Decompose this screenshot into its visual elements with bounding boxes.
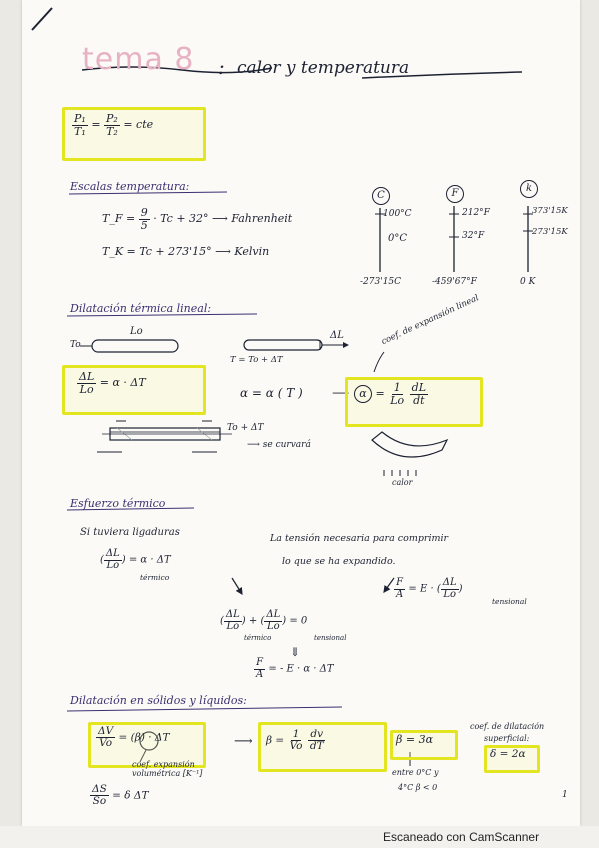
highlight-beta <box>258 722 387 772</box>
beta-circle <box>139 731 159 751</box>
tensional-sub-1: tensional <box>492 597 527 606</box>
exception-line-2: 4°C β < 0 <box>398 783 438 792</box>
rod <box>91 339 179 353</box>
fahrenheit-top: 212°F <box>462 208 490 218</box>
title-underline-right <box>361 71 523 79</box>
rod-expanded-temp: T = To + ΔT <box>230 355 283 365</box>
fahrenheit-badge: F <box>446 185 464 203</box>
tension-line-2: lo que se ha expandido. <box>282 556 396 567</box>
coef-volumetric-note: coef. expansión volumétrica [K⁻¹] <box>132 760 203 778</box>
ligaduras-line: Si tuviera ligaduras <box>80 527 180 538</box>
beta-alpha-relation: β = 3α <box>396 733 433 746</box>
kelvin-mid: 273'15K <box>532 227 568 237</box>
highlight-volume <box>88 722 206 768</box>
delta-relation: δ = 2α <box>490 748 526 760</box>
bimetal-temp: To + ΔT <box>227 423 264 433</box>
rod-length-label: Lo <box>130 326 143 337</box>
fahrenheit-mid: 32°F <box>462 231 485 241</box>
kelvin-top: 373'15K <box>532 206 568 216</box>
highlight-linear <box>62 365 206 415</box>
alpha-arrow: ⟶ <box>332 386 350 400</box>
scanner-watermark: Escaneado con CamScanner <box>383 830 540 844</box>
delta-l-label: ΔL <box>330 330 344 341</box>
termico-sub-2: térmico <box>244 634 272 642</box>
highlight-alpha <box>345 377 483 427</box>
curved-strip <box>371 431 449 458</box>
coef-superficial-1: coef. de dilatación <box>470 722 545 731</box>
celsius-mid: 0°C <box>388 233 408 244</box>
underline-escalas <box>68 191 228 195</box>
rod-temp-label: To <box>70 340 81 350</box>
title-underline-left <box>81 66 273 74</box>
page-number: 1 <box>562 790 568 800</box>
title-tema: tema 8 <box>82 42 195 77</box>
termico-sub: térmico <box>140 573 170 582</box>
heading-escalas: Escalas temperatura: <box>70 180 190 193</box>
coef-pointer <box>373 351 385 373</box>
tensional-sub-2: tensional <box>314 634 347 642</box>
scanner-footer: Escaneado con CamScanner <box>0 826 599 848</box>
celsius-bottom: -273'15C <box>360 277 402 287</box>
underline-esfuerzo <box>66 507 195 511</box>
formula-kelvin: T_K = Tc + 273'15° ⟶ Kelvin <box>102 245 270 258</box>
kelvin-badge: k <box>520 180 538 198</box>
ink-drawings <box>31 7 533 766</box>
rod-expanded <box>243 339 323 351</box>
celsius-top: 100°C <box>383 209 412 219</box>
celsius-badge: C <box>372 187 390 205</box>
highlight-delta <box>484 745 540 773</box>
highlight-gay-lussac <box>62 107 206 161</box>
alpha-function: α = α ( T ) <box>240 386 303 400</box>
implies-arrow: ⇓ <box>290 645 301 659</box>
heading-esfuerzo: Esfuerzo térmico <box>70 497 166 510</box>
kelvin-bottom: 0 K <box>520 277 536 287</box>
underline-lineal <box>66 313 258 317</box>
title-topic: calor y temperatura <box>237 58 410 78</box>
heading-lineal: Dilatación térmica lineal: <box>70 302 212 315</box>
corner-mark <box>31 7 53 31</box>
fahrenheit-bottom: -459'67°F <box>432 277 477 287</box>
underline-dilatacion <box>66 706 343 712</box>
bimetal-curve-note: ⟶ se curvará <box>247 440 311 450</box>
tension-line-1: La tensión necesaria para comprimir <box>270 533 449 544</box>
volume-arrow: ⟶ <box>234 734 253 749</box>
coef-superficial-2: superficial: <box>484 734 530 743</box>
highlight-beta-alpha <box>390 730 458 760</box>
title-separator: : <box>218 55 225 79</box>
exception-line-1: entre 0°C y <box>392 768 439 777</box>
heading-dilatacion: Dilatación en sólidos y líquidos: <box>70 694 247 707</box>
calor-label: calor <box>392 478 413 487</box>
